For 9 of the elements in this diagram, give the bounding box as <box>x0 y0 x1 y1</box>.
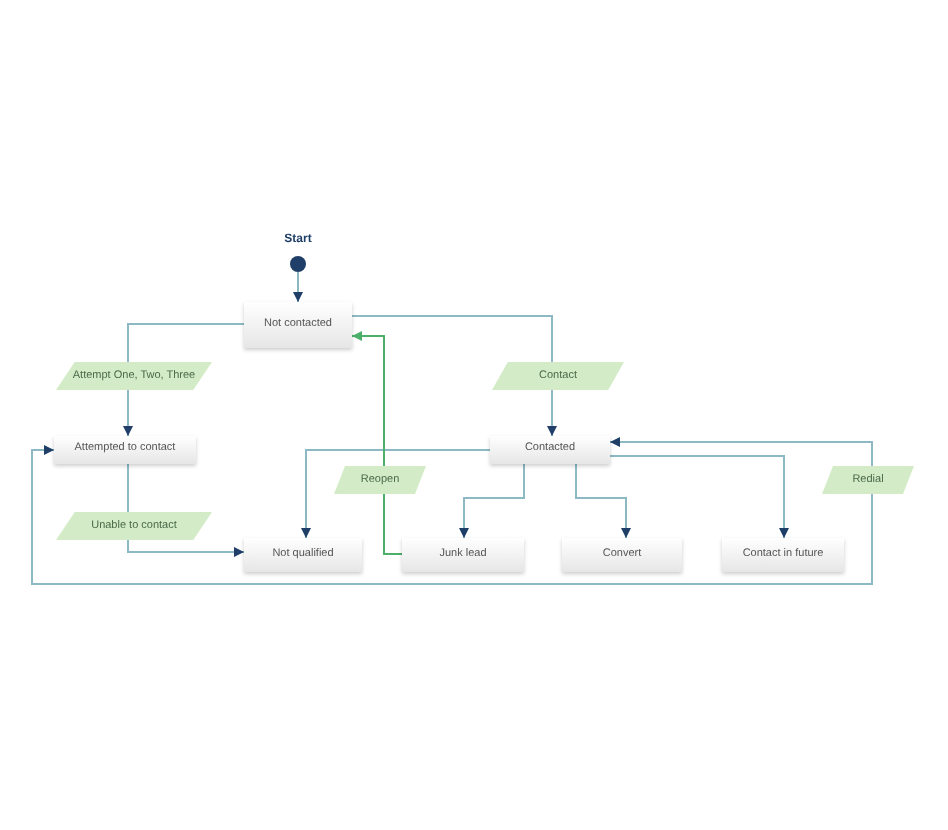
arrow <box>301 449 491 539</box>
arrow <box>293 271 303 303</box>
labeled-arrow <box>123 323 245 437</box>
labeled-arrow <box>31 437 873 585</box>
arrow <box>459 463 525 539</box>
labeled-arrow <box>351 315 557 437</box>
labeled-arrow <box>351 331 403 555</box>
arrow <box>575 463 631 539</box>
arrow <box>609 455 789 539</box>
